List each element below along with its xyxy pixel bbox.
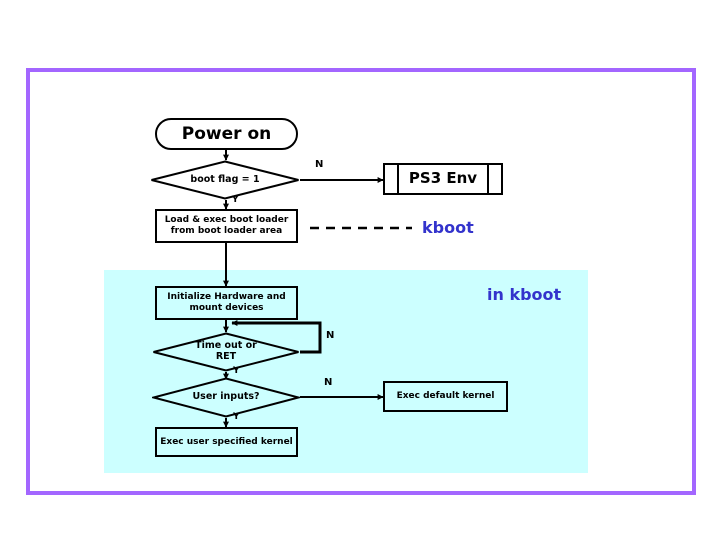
timeout-diamond-shape xyxy=(153,332,299,372)
boot-flag-diamond-shape xyxy=(151,160,299,200)
node-exec-user-specified-kernel[interactable]: Exec user specified kernel xyxy=(155,427,298,457)
user-inputs-diamond-shape xyxy=(152,377,300,418)
node-load-exec-boot-loader-label: Load & exec boot loader from boot loader… xyxy=(164,215,289,236)
node-power-on[interactable]: Power on xyxy=(155,118,298,150)
edge-label-boot-flag-y: Y xyxy=(232,195,239,205)
node-boot-flag[interactable]: boot flag = 1 xyxy=(150,160,300,200)
in-kboot-region xyxy=(104,270,588,473)
node-load-exec-boot-loader[interactable]: Load & exec boot loader from boot loader… xyxy=(155,209,298,243)
slide-border xyxy=(26,68,696,495)
node-timeout-or-ret[interactable]: Time out or RET xyxy=(152,332,300,372)
edge-label-timeout-y: Y xyxy=(233,366,240,376)
annotation-kboot: kboot xyxy=(422,218,474,237)
edge-label-boot-flag-n: N xyxy=(315,159,324,170)
edge-label-timeout-n: N xyxy=(326,330,335,341)
edge-label-user-inputs-n: N xyxy=(324,377,333,388)
node-ps3-env[interactable]: PS3 Env xyxy=(383,163,503,195)
node-initialize-hardware[interactable]: Initialize Hardware and mount devices xyxy=(155,286,298,320)
node-user-inputs[interactable]: User inputs? xyxy=(152,377,300,418)
node-initialize-hardware-label: Initialize Hardware and mount devices xyxy=(167,292,286,313)
node-exec-default-kernel-label: Exec default kernel xyxy=(396,391,495,402)
node-ps3-env-label: PS3 Env xyxy=(408,169,478,188)
node-power-on-label: Power on xyxy=(181,123,272,144)
edge-label-user-inputs-y: Y xyxy=(233,412,240,422)
node-exec-default-kernel[interactable]: Exec default kernel xyxy=(383,381,508,412)
node-exec-user-specified-kernel-label: Exec user specified kernel xyxy=(160,436,293,447)
annotation-in-kboot: in kboot xyxy=(487,285,562,304)
